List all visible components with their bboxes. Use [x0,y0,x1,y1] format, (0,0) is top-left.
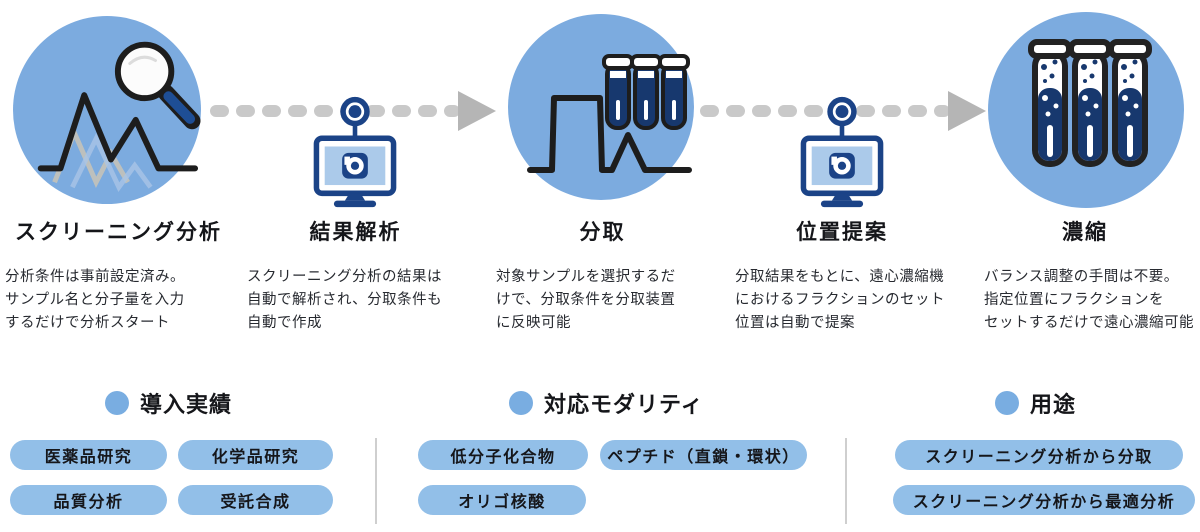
description-line: におけるフラクションのセット [735,292,945,308]
step-5-label: 濃縮 [1062,221,1108,244]
step-3-label: 分取 [579,221,626,244]
chip-quality-analysis: 品質分析 [10,485,167,515]
step-3-description: 対象サンプルを選択するだ けで、分取条件を分取装置 に反映可能 [496,266,676,335]
description-line: 自動で作成 [247,315,322,331]
section-heading-track-record: 導入実績 [105,388,232,418]
chip-oligonucleotide: オリゴ核酸 [418,485,586,515]
step-3-circle [508,14,694,200]
description-line: スクリーニング分析の結果は [247,269,442,285]
step-4-label: 位置提案 [796,221,888,244]
step-1-circle [13,16,201,204]
chip-peptide: ペプチド（直鎖・環状） [600,440,807,470]
chip-small-molecule: 低分子化合物 [418,440,588,470]
section-heading-label: 導入実績 [140,392,233,417]
chip-screening-to-optimal-analysis: スクリーニング分析から最適分析 [893,485,1195,515]
section-divider [375,438,377,524]
section-heading-label: 用途 [1030,392,1077,417]
flow-connector-arrow-2 [700,91,986,131]
description-line: バランス調整の手間は不要。 [984,269,1179,285]
description-line: するだけで分析スタート [5,315,170,331]
step-5-circle [988,12,1184,208]
section-divider [845,438,847,524]
description-line: けで、分取条件を分取装置 [496,292,676,308]
description-line: 対象サンプルを選択するだ [496,269,676,285]
step-4-description: 分取結果をもとに、遠心濃縮機 におけるフラクションのセット 位置は自動で提案 [735,266,945,335]
software-monitor-icon [313,96,397,208]
step-5-description: バランス調整の手間は不要。 指定位置にフラクションを セットするだけで遠心濃縮可… [984,266,1194,335]
section-heading-use: 用途 [995,388,1076,418]
description-line: サンプル名と分子量を入力 [5,292,185,308]
chip-screening-to-fractionation: スクリーニング分析から分取 [895,440,1183,470]
bullet-circle-icon [995,391,1019,415]
description-line: 分取結果をもとに、遠心濃縮機 [735,269,945,285]
concentration-tubes-icon [1028,39,1152,167]
step-1-label: スクリーニング分析 [15,221,222,244]
chip-contract-synthesis: 受託合成 [178,485,333,515]
chip-chemical-research: 化学品研究 [178,440,333,470]
step-2-label: 結果解析 [309,221,402,244]
description-line: セットするだけで遠心濃縮可能 [984,315,1194,331]
bullet-circle-icon [105,391,129,415]
fractionation-peak-tubes-icon [527,54,692,173]
software-monitor-icon [800,96,884,208]
step-1-description: 分析条件は事前設定済み。 サンプル名と分子量を入力 するだけで分析スタート [5,266,185,335]
section-heading-label: 対応モダリティ [544,392,704,417]
bullet-circle-icon [509,391,533,415]
flow-connector-arrow-1 [210,91,496,131]
description-line: 指定位置にフラクションを [984,292,1164,308]
step-2-description: スクリーニング分析の結果は 自動で解析され、分取条件も 自動で作成 [247,266,442,335]
description-line: 自動で解析され、分取条件も [247,292,443,308]
description-line: 分析条件は事前設定済み。 [5,269,185,285]
chip-pharma-research: 医薬品研究 [10,440,167,470]
description-line: に反映可能 [496,315,571,331]
description-line: 位置は自動で提案 [735,315,855,331]
section-heading-modality: 対応モダリティ [509,388,704,418]
chromatogram-magnifier-icon [37,41,201,193]
